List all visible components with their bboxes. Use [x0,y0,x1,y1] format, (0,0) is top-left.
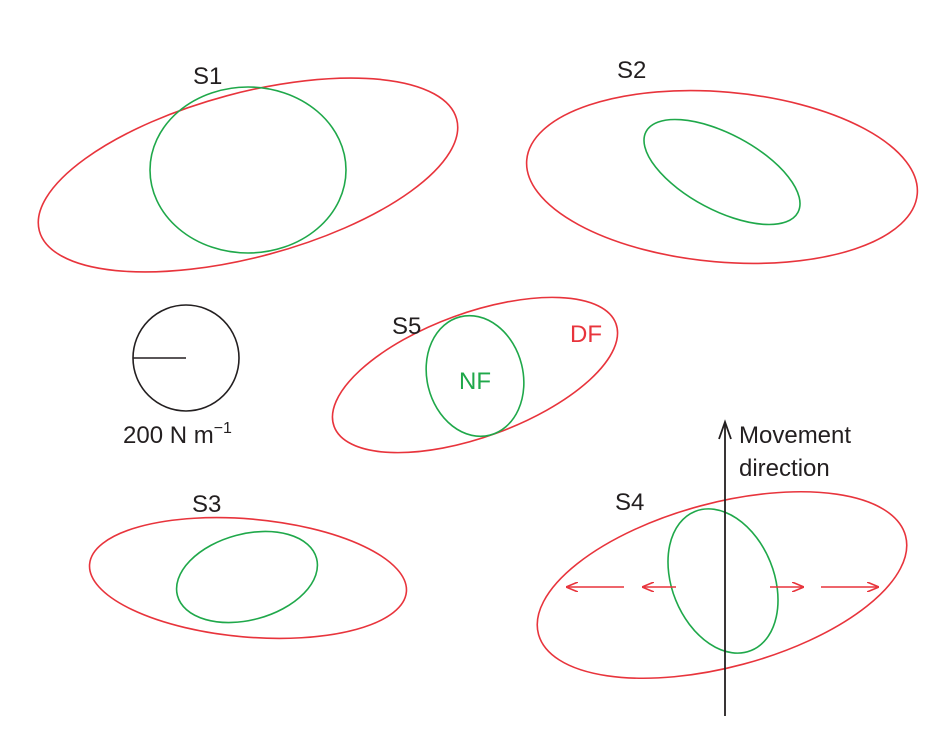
s3-label: S3 [192,491,221,518]
s2-label: S2 [617,57,646,84]
scale-exponent: −1 [214,420,232,437]
movement-direction: Movement direction [718,419,851,716]
s5-label: S5 [392,313,421,340]
scale-reference: 200 N m−1 [123,304,240,449]
scale-value: 200 N m [123,422,214,449]
s2-df-ellipse [525,89,919,265]
panel-s1: S1 [37,63,459,273]
s2-nf-ellipse [643,118,801,226]
s5-df-label: DF [570,321,602,348]
movement-label-line2: direction [739,455,830,482]
panel-s5: S5 DF NF [331,296,619,454]
s1-nf-ellipse [149,86,347,254]
s5-nf-ellipse [425,314,525,438]
s4-label: S4 [615,489,644,516]
movement-arrow-head [718,419,732,440]
scale-label: 200 N m−1 [123,420,232,449]
panel-s2: S2 [525,57,919,265]
s1-df-ellipse [37,77,459,273]
s4-df-ellipse [536,490,908,680]
panel-s3: S3 [88,491,408,640]
s5-nf-label: NF [459,368,491,395]
panel-s4: S4 [536,489,908,680]
s4-nf-ellipse [667,508,779,654]
s3-df-ellipse [88,516,408,640]
s3-nf-ellipse [175,530,319,624]
s1-label: S1 [193,63,222,90]
movement-label-line1: Movement [739,422,851,449]
